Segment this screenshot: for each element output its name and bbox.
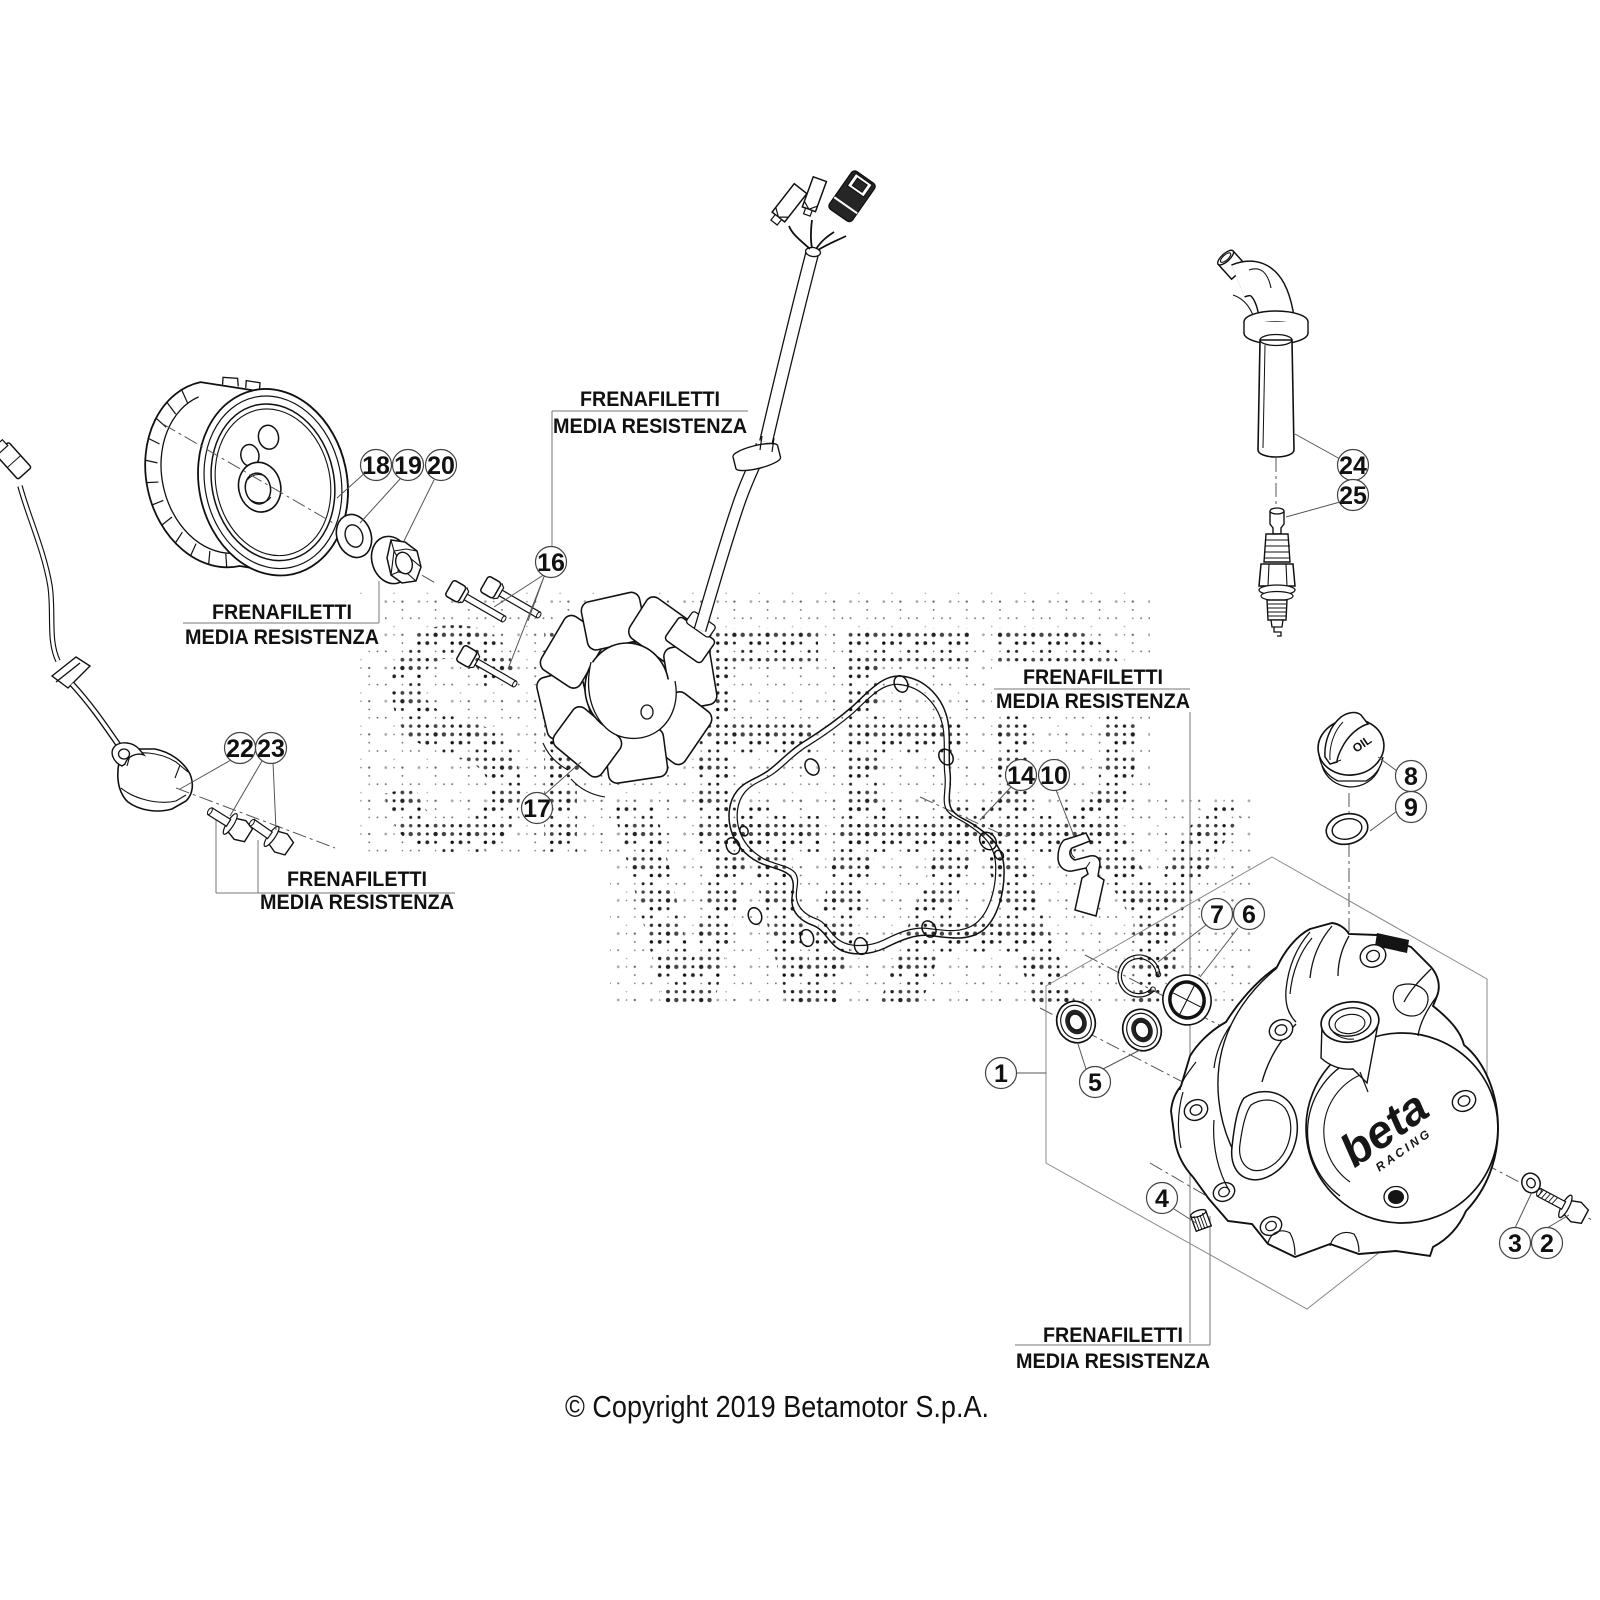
svg-text:9: 9 (1404, 794, 1418, 822)
svg-text:17: 17 (523, 795, 551, 823)
svg-text:16: 16 (537, 549, 565, 577)
svg-text:10: 10 (1040, 762, 1068, 790)
svg-text:6: 6 (1242, 901, 1256, 929)
svg-text:20: 20 (427, 452, 455, 480)
svg-text:3: 3 (1508, 1230, 1522, 1258)
svg-text:1: 1 (994, 1060, 1008, 1088)
svg-text:MEDIA RESISTENZA: MEDIA RESISTENZA (553, 415, 747, 438)
svg-text:8: 8 (1404, 763, 1418, 791)
svg-text:MEDIA RESISTENZA: MEDIA RESISTENZA (1016, 1350, 1210, 1373)
svg-text:24: 24 (1339, 452, 1367, 480)
svg-text:22: 22 (226, 735, 254, 763)
svg-text:FRENAFILETTI: FRENAFILETTI (212, 601, 352, 624)
svg-text:18: 18 (362, 452, 390, 480)
svg-text:7: 7 (1210, 901, 1224, 929)
svg-text:23: 23 (257, 735, 285, 763)
svg-text:FRENAFILETTI: FRENAFILETTI (580, 388, 720, 411)
svg-text:4: 4 (1155, 1185, 1169, 1213)
svg-text:FRENAFILETTI: FRENAFILETTI (287, 868, 427, 891)
svg-text:MEDIA RESISTENZA: MEDIA RESISTENZA (996, 690, 1190, 713)
svg-text:25: 25 (1339, 482, 1367, 510)
svg-text:19: 19 (394, 452, 422, 480)
svg-text:FRENAFILETTI: FRENAFILETTI (1043, 1324, 1183, 1347)
svg-text:© Copyright 2019 Betamotor S.p: © Copyright 2019 Betamotor S.p.A. (565, 1389, 989, 1424)
svg-text:5: 5 (1088, 1069, 1102, 1097)
svg-text:MEDIA RESISTENZA: MEDIA RESISTENZA (260, 891, 454, 914)
svg-text:MEDIA RESISTENZA: MEDIA RESISTENZA (185, 626, 379, 649)
svg-text:14: 14 (1007, 762, 1035, 790)
svg-text:2: 2 (1540, 1230, 1554, 1258)
svg-text:FRENAFILETTI: FRENAFILETTI (1023, 666, 1163, 689)
